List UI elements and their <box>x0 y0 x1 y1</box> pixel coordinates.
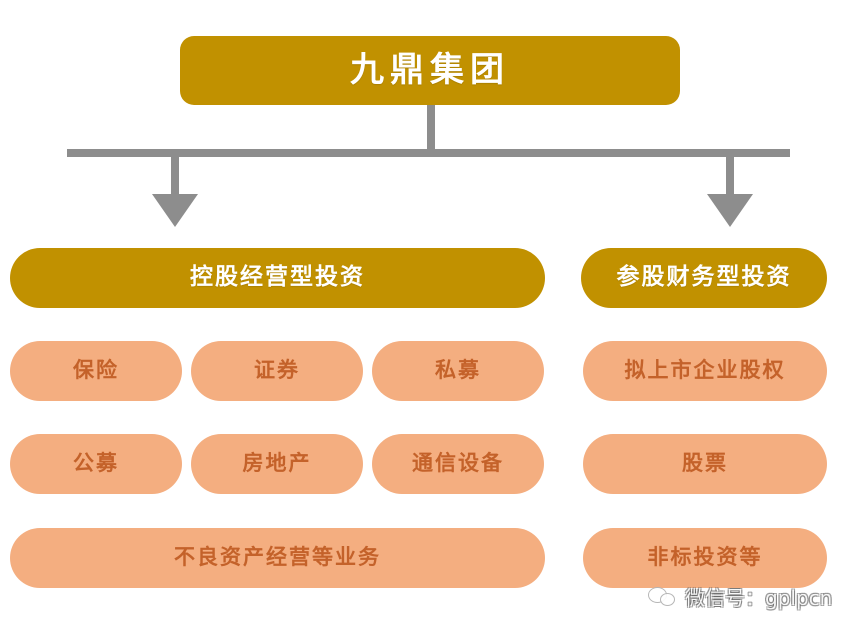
connector-horizontal-bar <box>67 149 790 157</box>
leaf-node-label: 通信设备 <box>412 451 504 476</box>
connector-arrow-shaft-right <box>726 157 734 203</box>
leaf-node-distressed-assets: 不良资产经营等业务 <box>10 528 545 588</box>
root-node-jiuding-group: 九鼎集团 <box>180 36 680 105</box>
leaf-node-label: 证券 <box>254 358 300 383</box>
leaf-node-pre-ipo-equity: 拟上市企业股权 <box>583 341 827 401</box>
wechat-bubble-small <box>660 592 675 606</box>
leaf-node-real-estate: 房地产 <box>191 434 363 494</box>
leaf-node-label: 股票 <box>682 451 728 476</box>
leaf-node-insurance: 保险 <box>10 341 182 401</box>
leaf-node-non-standard-investments: 非标投资等 <box>583 528 827 588</box>
leaf-node-private-equity: 私募 <box>372 341 544 401</box>
connector-stem-vertical <box>427 105 435 154</box>
leaf-node-label: 房地产 <box>242 451 312 476</box>
leaf-node-label: 私募 <box>435 358 481 383</box>
branch-header-label: 控股经营型投资 <box>190 264 365 291</box>
leaf-node-public-fund: 公募 <box>10 434 182 494</box>
root-node-label: 九鼎集团 <box>350 49 510 90</box>
leaf-node-securities: 证券 <box>191 341 363 401</box>
wechat-watermark-text: 微信号：gplpcn <box>685 586 833 610</box>
leaf-node-stocks: 股票 <box>583 434 827 494</box>
leaf-node-label: 非标投资等 <box>647 545 763 570</box>
branch-header-minority-financial: 参股财务型投资 <box>581 248 827 308</box>
wechat-icon <box>648 585 678 609</box>
leaf-node-communications-equipment: 通信设备 <box>372 434 544 494</box>
wechat-watermark: 微信号：gplpcn <box>648 582 832 611</box>
connector-arrow-shaft-left <box>171 157 179 203</box>
leaf-node-label: 拟上市企业股权 <box>624 358 786 383</box>
leaf-node-label: 保险 <box>73 358 119 383</box>
branch-header-label: 参股财务型投资 <box>616 264 792 291</box>
connector-arrow-head-right <box>707 194 753 227</box>
leaf-node-label: 公募 <box>73 451 119 476</box>
connector-arrow-head-left <box>152 194 198 227</box>
branch-header-holding-operating: 控股经营型投资 <box>10 248 545 308</box>
leaf-node-label: 不良资产经营等业务 <box>174 545 381 570</box>
